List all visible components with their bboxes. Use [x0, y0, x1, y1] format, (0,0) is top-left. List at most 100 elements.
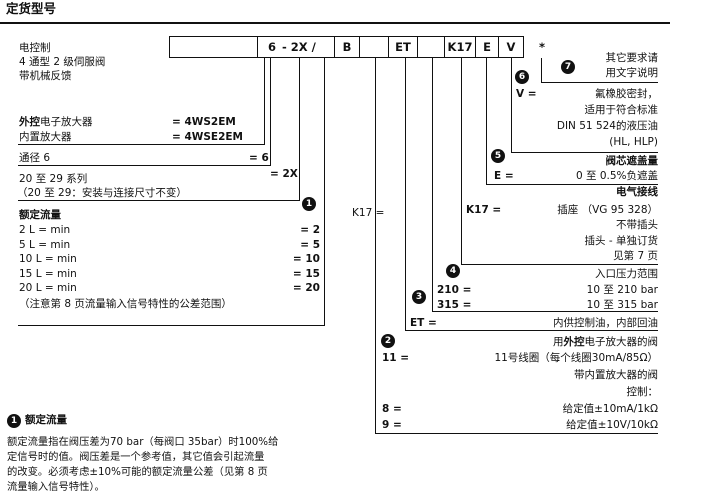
c8-code: 8 =	[382, 403, 402, 415]
code-box-b: B	[334, 36, 360, 58]
pressure-underline	[432, 311, 658, 312]
c11-code: 11 =	[382, 352, 410, 364]
v-code: V =	[516, 88, 537, 100]
footnote-line-3: 的改变。必须考虑±10%可能的额定流量公差（见第 8 页	[7, 466, 268, 478]
ext-amp-post: 电子放大器的阀	[584, 336, 659, 348]
page-title: 定货型号	[6, 1, 57, 16]
et-code: ET =	[410, 317, 437, 329]
ext-rest: 电子放大器	[40, 116, 93, 128]
marker-5: 5	[491, 149, 505, 163]
line-v	[511, 58, 512, 153]
flow-code: = 10	[292, 253, 320, 265]
line-star	[541, 58, 542, 82]
flow-code: = 2	[300, 224, 320, 236]
v-line-4: (HL, HLP)	[609, 136, 658, 148]
code-box-v: V	[498, 36, 524, 58]
marker-7: 7	[561, 60, 575, 74]
v-line-2: 适用于符合标准	[584, 104, 659, 116]
line-size	[270, 58, 271, 166]
flow-code: = 20	[292, 282, 320, 294]
k17-text: 插座 （VG 95 328）	[557, 204, 658, 216]
flow-label: 15 L = min	[19, 268, 77, 280]
e-underline	[486, 184, 658, 185]
v-underline	[511, 152, 658, 153]
elec-heading: 电气接线	[616, 186, 658, 198]
series-label: 20 至 29 系列	[19, 173, 88, 185]
k17-text-3: 插头 - 单独订货	[584, 235, 658, 247]
code-box-et: ET	[388, 36, 418, 58]
et-text: 内供控制油，内部回油	[553, 317, 658, 329]
p315-text: 10 至 315 bar	[586, 299, 658, 311]
k17-text-2: 不带插头	[616, 219, 658, 231]
k17-text-4: 见第 7 页	[613, 250, 658, 262]
code-box-gap2	[417, 36, 445, 58]
p210-text: 10 至 210 bar	[586, 284, 658, 296]
code-6: 6	[268, 40, 277, 54]
desc-line-1: 电控制	[19, 42, 51, 54]
desc-line-3: 带机械反馈	[19, 70, 72, 82]
other-1: 其它要求请	[605, 52, 659, 64]
line-flow	[324, 58, 325, 326]
footnote-marker-1: 1	[7, 414, 21, 428]
ext-amp-label: 外控电子放大器	[19, 116, 93, 129]
flow-heading: 额定流量	[19, 209, 61, 221]
size-underline	[18, 165, 270, 166]
other-2: 用文字说明	[605, 67, 659, 79]
line-k17	[461, 58, 462, 265]
code-box-type: 6 - 2X /	[257, 36, 335, 58]
line-type	[264, 58, 265, 145]
int-underline	[18, 144, 264, 145]
e-text: 0 至 0.5%负遮盖	[575, 170, 658, 182]
title-rule	[0, 22, 670, 24]
ext-amp-bold: 外控	[563, 336, 585, 348]
code-et: ET	[395, 40, 411, 54]
c9-text: 给定值±10V/10kΩ	[566, 419, 658, 431]
code-2x: - 2X /	[282, 40, 316, 54]
k17-underline	[461, 264, 658, 265]
k17-left-code: K17 =	[352, 207, 385, 219]
series-note: （20 至 29：安装与连接尺寸不变）	[17, 187, 187, 199]
code-k17: K17	[447, 40, 473, 54]
p210-code: 210 =	[437, 284, 472, 296]
desc-line-2: 4 通型 2 级伺服阀	[19, 56, 106, 68]
flow-note: （注意第 8 页流量输入信号特性的公差范围）	[19, 298, 232, 310]
int-amp-label: 内置放大器	[19, 131, 72, 143]
k17-code: K17 =	[466, 204, 502, 216]
v-line-3: DIN 51 524的液压油	[556, 120, 658, 132]
code-box-k17: K17	[444, 36, 476, 58]
line-e	[486, 58, 487, 185]
pressure-heading: 入口压力范围	[595, 268, 658, 280]
overlap-heading: 阀芯遮盖量	[605, 155, 659, 167]
line-b	[375, 58, 376, 433]
line-series	[299, 58, 300, 201]
footnote-line-4: 流量输入信号特性）。	[7, 481, 105, 493]
other-underline	[541, 82, 658, 83]
et-underline	[405, 330, 658, 331]
marker-4: 4	[446, 264, 460, 278]
code-box-star: *	[523, 36, 561, 58]
int-amp-1: 带内置放大器的阀	[574, 369, 658, 381]
c8-text: 给定值±10mA/1kΩ	[562, 403, 658, 415]
code-box-e: E	[475, 36, 499, 58]
c11-text: 11号线圈（每个线圈30mA/85Ω）	[494, 352, 658, 364]
series-code: = 2X	[270, 168, 298, 180]
code-e: E	[483, 40, 491, 54]
ext-amp-code: = 4WS2EM	[172, 116, 236, 128]
ext-amp-pre: 用	[553, 336, 564, 348]
p315-code: 315 =	[437, 299, 472, 311]
line-pressure	[432, 58, 433, 311]
code-star: *	[538, 40, 545, 54]
marker-2: 2	[381, 334, 395, 348]
flow-bottom-line	[18, 325, 325, 326]
flow-label: 5 L = min	[19, 239, 71, 251]
ext-bold: 外控	[19, 116, 40, 128]
flow-label: 10 L = min	[19, 253, 77, 265]
flow-code: = 5	[300, 239, 320, 251]
code-box-blank	[169, 36, 258, 58]
footnote-line-2: 定信号时的值。阀压差是一个参考值，其它值会引起流量	[7, 451, 265, 463]
footnote-line-1: 额定流量指在阀压差为70 bar（每阀口 35bar）时100%给	[7, 436, 279, 448]
ext-amp-valve: 用外控电子放大器的阀	[553, 336, 658, 349]
footnote-heading: 额定流量	[25, 414, 67, 426]
size-label: 通径 6	[19, 152, 51, 164]
int-amp-2: 控制：	[626, 386, 659, 398]
